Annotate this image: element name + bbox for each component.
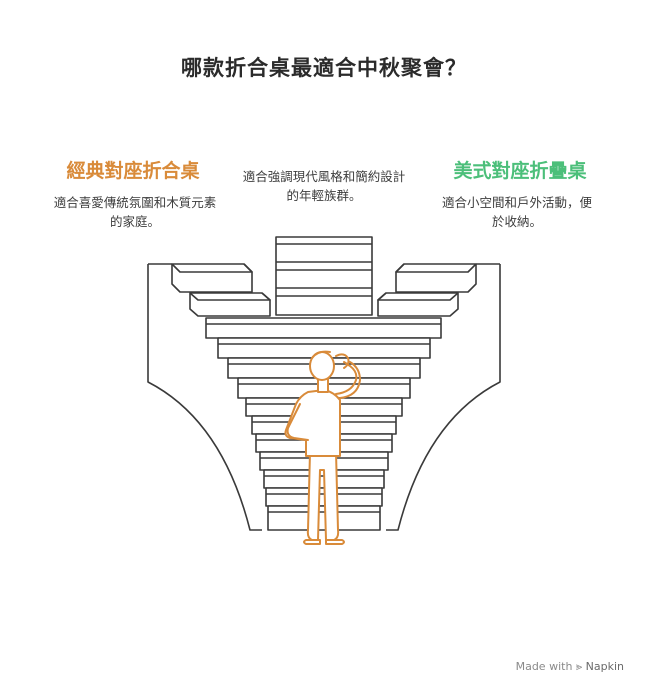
central-top-block <box>275 236 373 316</box>
right-option-description: 適合小空間和戶外活動，便於收納。 <box>441 195 592 229</box>
stair-step <box>205 317 442 339</box>
napkin-logo-icon: ⪢ <box>575 660 583 673</box>
left-wall <box>147 264 262 531</box>
left-step-1 <box>171 263 253 293</box>
page-title: 哪款折合桌最適合中秋聚會？ <box>181 56 467 80</box>
footer-prefix: Made with <box>515 660 573 673</box>
right-step-2 <box>377 292 459 317</box>
left-option-heading: 經典對座折合桌 <box>66 160 200 182</box>
thinking-person <box>284 350 361 545</box>
right-option-heading: 美式對座折疊桌 <box>453 160 587 182</box>
right-wall <box>386 264 501 531</box>
left-step-2 <box>189 292 271 317</box>
left-option-description: 適合喜愛傳統氛圍和木質元素的家庭。 <box>53 195 217 229</box>
right-step-1 <box>395 263 477 293</box>
footer-brand: Napkin <box>585 660 624 673</box>
footer-credit: Made with ⪢ Napkin <box>516 660 624 674</box>
stair-step <box>267 505 381 531</box>
middle-option-description: 適合強調現代風格和簡約設計的年輕族群。 <box>242 169 406 203</box>
stair-step <box>217 337 431 359</box>
